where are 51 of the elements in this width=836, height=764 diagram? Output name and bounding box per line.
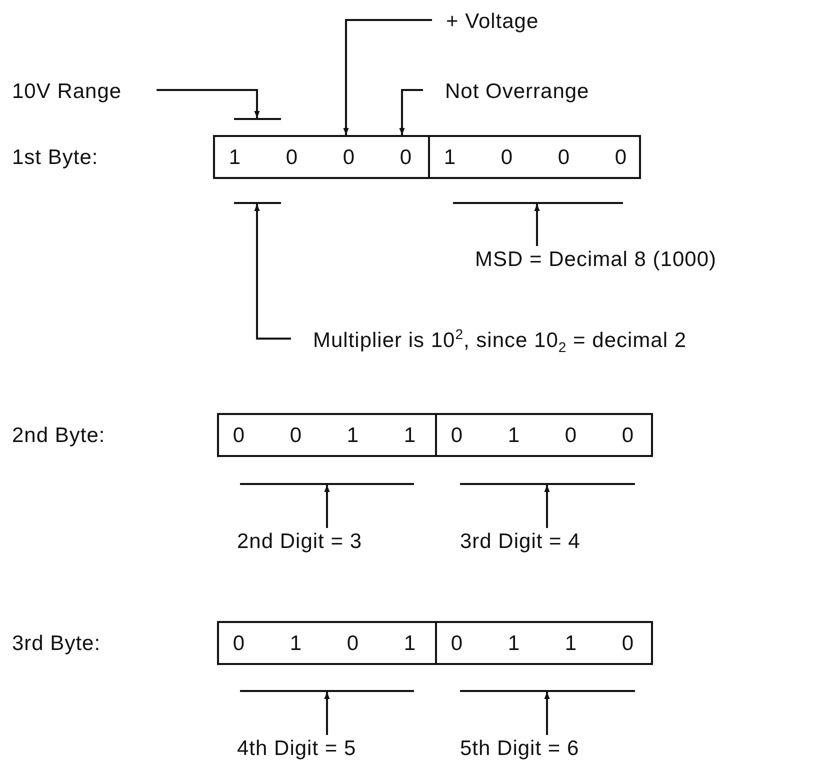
leader-arrow [544, 692, 550, 735]
bit-value: 1 [506, 631, 522, 657]
callout-text: 2nd Digit = 3 [237, 530, 362, 554]
bit-value: 0 [232, 423, 246, 449]
bit-value: 0 [398, 145, 414, 171]
callout-text: Multiplier is 10$^{2}$, since 10$_{2}$ = decimal 2 [313, 322, 687, 360]
leader-arrow [534, 204, 540, 246]
bit-value: 0 [450, 631, 464, 657]
row-label: 3rd Byte: [12, 632, 101, 656]
callout-text: 3rd Digit = 4 [460, 530, 580, 554]
callout-text: MSD = Decimal 8 (1000) [475, 248, 716, 272]
bit-value: 1 [442, 145, 458, 171]
bit-value: 1 [402, 631, 418, 657]
bit-register-box [435, 413, 653, 457]
bit-value: 1 [564, 631, 578, 657]
bit-register-box [428, 135, 641, 179]
bit-register-box [213, 135, 430, 179]
bit-value: 0 [564, 423, 578, 449]
leader-arrow [544, 485, 550, 528]
bit-value: 0 [614, 145, 628, 171]
bit-value: 0 [620, 423, 636, 449]
row-label: 1st Byte: [12, 146, 98, 170]
bit-value: 1 [402, 423, 418, 449]
leader-arrow [156, 89, 260, 118]
bit-value: 1 [506, 423, 522, 449]
bit-value: 1 [346, 423, 360, 449]
callout-text: 10V Range [12, 80, 122, 104]
leader-arrow [324, 692, 330, 735]
callout-text: 4th Digit = 5 [237, 737, 356, 761]
bit-value: 0 [450, 423, 464, 449]
bit-value: 1 [288, 631, 304, 657]
callout-text: Not Overrange [445, 80, 590, 104]
bit-value: 0 [342, 145, 356, 171]
leader-arrow [399, 89, 423, 135]
callout-text: + Voltage [446, 10, 539, 34]
bit-value: 0 [556, 145, 572, 171]
bit-value: 0 [346, 631, 360, 657]
bit-value: 0 [232, 631, 246, 657]
leader-arrow [324, 485, 330, 528]
leader-arrow [343, 19, 432, 135]
bit-value: 0 [288, 423, 304, 449]
bit-register-box [217, 621, 437, 665]
row-label: 2nd Byte: [12, 424, 106, 448]
bit-value: 1 [228, 145, 242, 171]
bit-register-box [217, 413, 437, 457]
bit-value: 0 [284, 145, 300, 171]
callout-text: 5th Digit = 6 [460, 737, 580, 761]
bit-value: 0 [620, 631, 636, 657]
leader-arrow [254, 204, 291, 340]
bit-value: 0 [500, 145, 514, 171]
bit-register-box [435, 621, 653, 665]
